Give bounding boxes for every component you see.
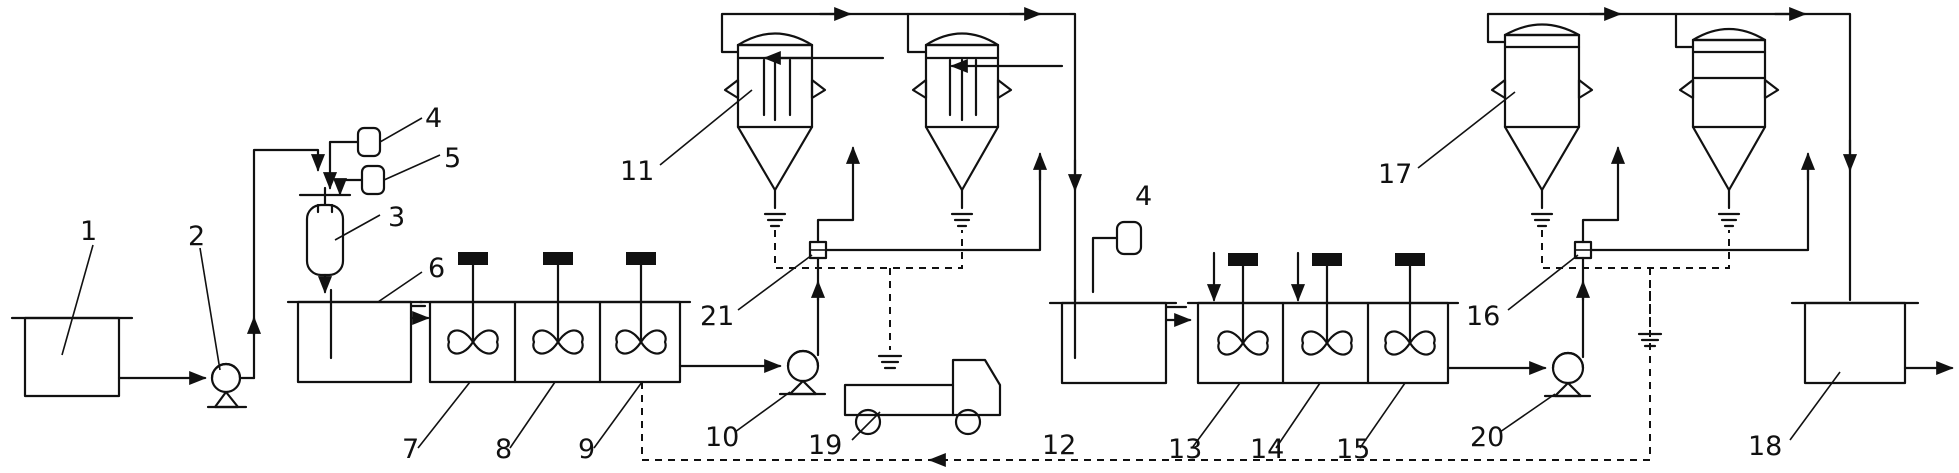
tank-12 bbox=[1048, 288, 1178, 385]
sludge-truck-19 bbox=[843, 358, 1002, 436]
mixing-tank-6 bbox=[286, 288, 424, 384]
sludge-line-stage2 bbox=[1541, 230, 1730, 269]
mixer-15 bbox=[1384, 253, 1436, 356]
mixer-7 bbox=[447, 252, 499, 355]
pipe-pump2-riser bbox=[252, 148, 326, 380]
return-line-bottom bbox=[641, 280, 1651, 461]
label-19: 19 bbox=[808, 430, 842, 461]
overflow-pipe-stage1 bbox=[720, 12, 1077, 302]
label-4a: 4 bbox=[425, 103, 442, 134]
leader-lines bbox=[61, 89, 1841, 449]
raw-water-tank bbox=[10, 316, 134, 398]
settler-11 bbox=[723, 32, 885, 228]
pump-2 bbox=[206, 362, 248, 409]
reaction-tank-group-13-15 bbox=[1186, 251, 1460, 385]
settler-11b bbox=[911, 32, 1064, 228]
mixer-9 bbox=[615, 252, 667, 355]
label-14: 14 bbox=[1250, 434, 1284, 465]
label-10: 10 bbox=[705, 422, 739, 453]
reaction-tank-group-7-9 bbox=[418, 300, 692, 384]
label-16: 16 bbox=[1466, 301, 1500, 332]
pipe-to-settler-11 bbox=[816, 146, 861, 244]
pipe-to-settler-11b bbox=[824, 158, 1042, 252]
label-13: 13 bbox=[1168, 434, 1202, 465]
chemical-vessel-5 bbox=[332, 164, 386, 196]
label-21: 21 bbox=[700, 301, 734, 332]
overflow-pipe-stage2 bbox=[1486, 12, 1852, 302]
label-5: 5 bbox=[444, 143, 461, 174]
label-12: 12 bbox=[1042, 430, 1076, 461]
sludge-line-stage1 bbox=[774, 230, 963, 269]
label-17: 17 bbox=[1378, 159, 1412, 190]
label-8: 8 bbox=[495, 434, 512, 465]
label-18: 18 bbox=[1748, 431, 1782, 462]
label-11: 11 bbox=[620, 156, 654, 187]
label-20: 20 bbox=[1470, 422, 1504, 453]
label-15: 15 bbox=[1336, 434, 1370, 465]
label-6: 6 bbox=[428, 253, 445, 284]
pump-10 bbox=[778, 349, 827, 396]
dosing-reactor-3 bbox=[298, 186, 352, 294]
label-2: 2 bbox=[188, 221, 205, 252]
settler-17 bbox=[1490, 23, 1594, 228]
label-7: 7 bbox=[402, 434, 419, 465]
pump-20 bbox=[1543, 351, 1592, 398]
settler-17b bbox=[1678, 28, 1780, 228]
mixer-13 bbox=[1217, 253, 1269, 356]
pipe-to-settler-17 bbox=[1581, 146, 1626, 244]
label-9: 9 bbox=[578, 434, 595, 465]
label-1: 1 bbox=[80, 216, 97, 247]
mixer-8 bbox=[532, 252, 584, 355]
mixer-14 bbox=[1301, 253, 1353, 356]
label-4b: 4 bbox=[1135, 181, 1152, 212]
clean-water-tank-18 bbox=[1790, 301, 1954, 385]
chemical-vessel-4b bbox=[1091, 220, 1143, 294]
label-3: 3 bbox=[388, 202, 405, 233]
